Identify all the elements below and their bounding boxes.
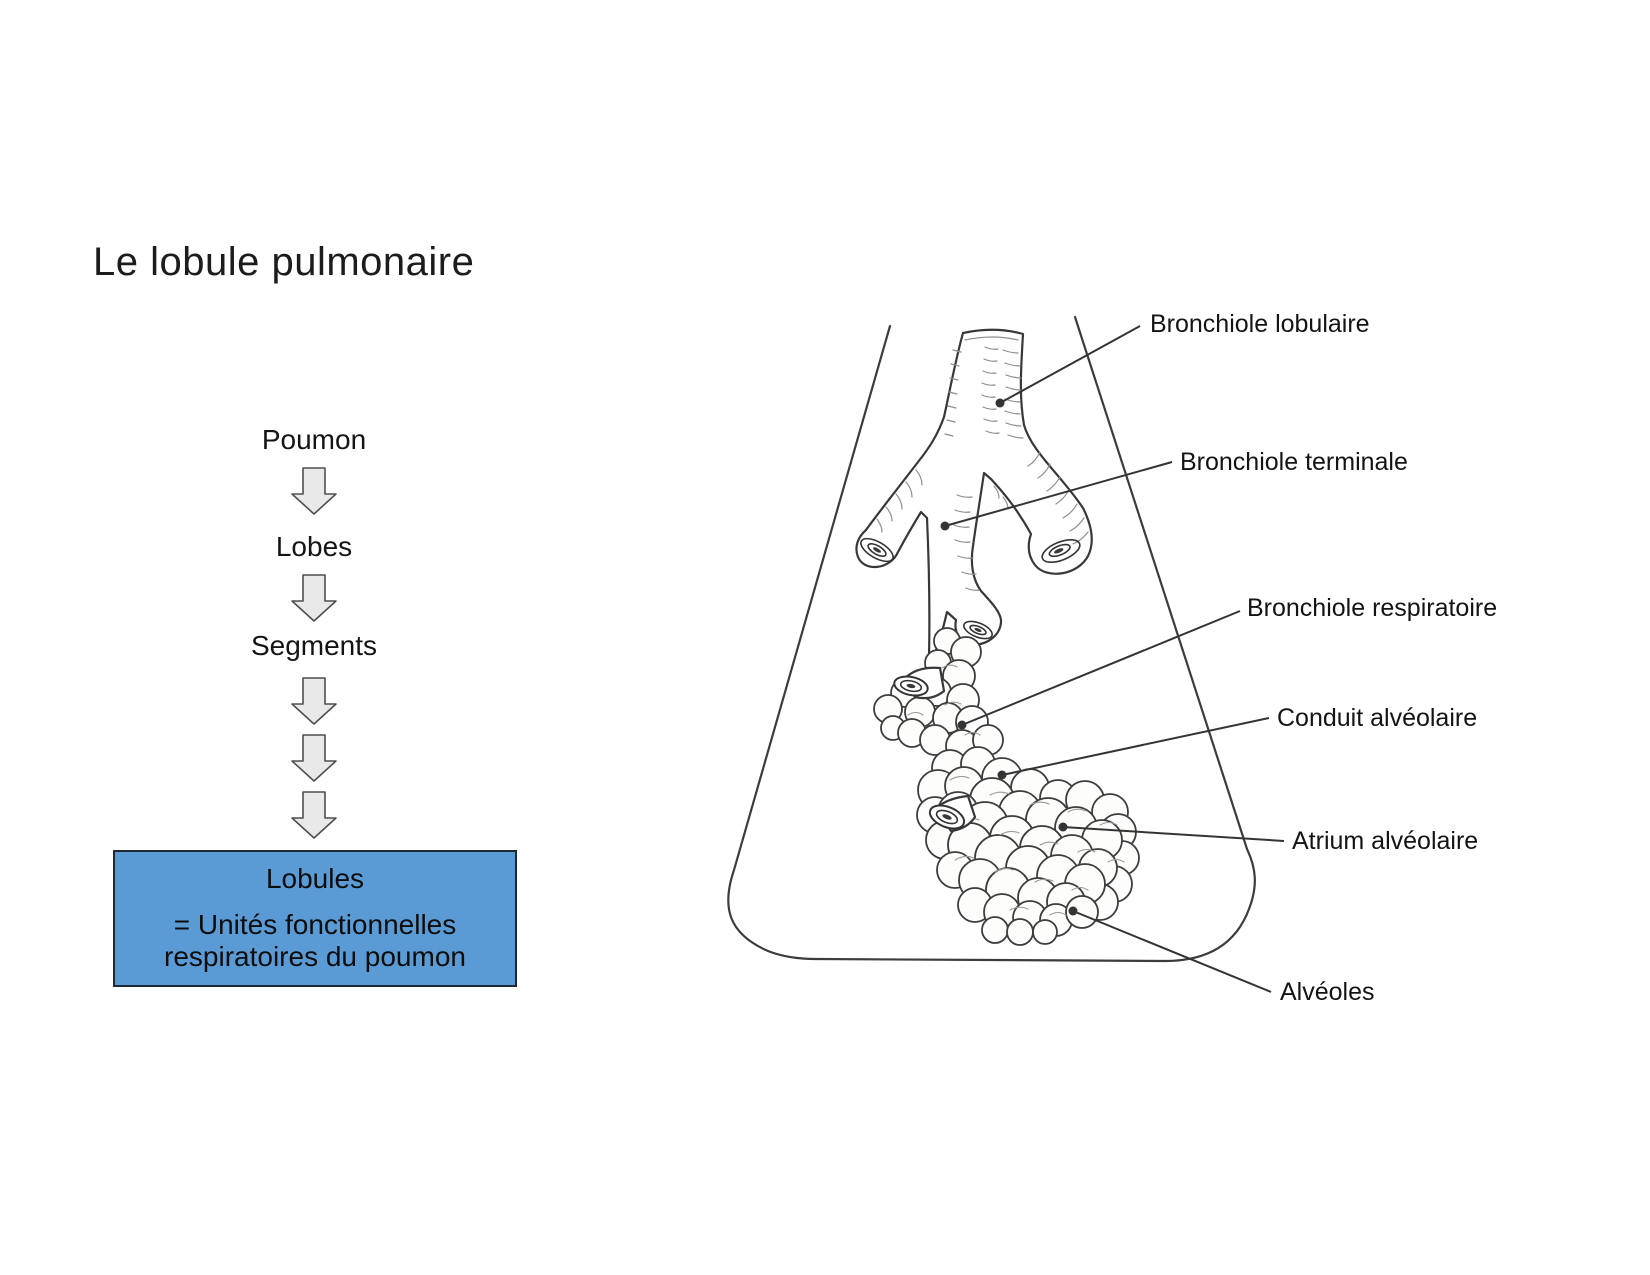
bronchiole-tree (855, 328, 1093, 658)
alveoli-texture (907, 664, 1125, 916)
leader-lines (940, 325, 1285, 993)
leader-dot (1068, 906, 1078, 916)
down-arrow-icon (291, 734, 337, 782)
leader-dot (997, 770, 1007, 780)
leader-bronchiole-terminale (944, 461, 1173, 527)
flow-node-segments: Segments (250, 630, 378, 661)
label-conduit-alveolaire: Conduit alvéolaire (1277, 704, 1478, 732)
lobules-box-heading: Lobules (265, 863, 365, 894)
alveoli-cluster (873, 627, 1140, 946)
flow-arrows (291, 467, 337, 839)
alveolar-duct-mouth (893, 666, 946, 700)
branch-mouth (1041, 538, 1081, 564)
leader-conduit-alveolaire (1001, 717, 1270, 776)
label-bronchiole-respiratoire: Bronchiole respiratoire (1247, 594, 1498, 622)
leader-bronchiole-respiratoire (961, 610, 1241, 726)
alveolar-duct-mouth (928, 794, 977, 833)
lobules-box-line2: respiratoires du poumon (164, 941, 466, 972)
down-arrow-icon (291, 467, 337, 515)
leader-bronchiole-lobulaire (999, 325, 1141, 404)
label-bronchiole-terminale: Bronchiole terminale (1180, 448, 1408, 476)
leader-dot (940, 521, 950, 531)
branch-mouth (963, 620, 993, 640)
lobules-box-line1: = Unités fonctionnelles (173, 909, 457, 940)
down-arrow-icon (291, 791, 337, 839)
leader-dot (1058, 822, 1068, 832)
branch-mouth (860, 537, 894, 563)
lobule-boundary-outline (727, 315, 1256, 963)
bronchiole-tube (855, 328, 1093, 658)
flow-node-lobes: Lobes (275, 531, 353, 562)
tube-hatching (876, 336, 1089, 591)
label-alveoles: Alvéoles (1280, 978, 1375, 1006)
down-arrow-icon (291, 574, 337, 622)
label-bronchiole-lobulaire: Bronchiole lobulaire (1150, 310, 1370, 338)
leader-dot (995, 398, 1005, 408)
flow-node-poumon: Poumon (261, 424, 367, 455)
leader-dot (957, 720, 967, 730)
leader-atrium-alveolaire (1062, 826, 1285, 842)
label-atrium-alveolaire: Atrium alvéolaire (1292, 827, 1479, 855)
leader-alveoles (1072, 910, 1272, 993)
down-arrow-icon (291, 677, 337, 725)
lobules-box: Lobules = Unités fonctionnelles respirat… (113, 850, 517, 987)
page-title: Le lobule pulmonaire (93, 240, 475, 284)
